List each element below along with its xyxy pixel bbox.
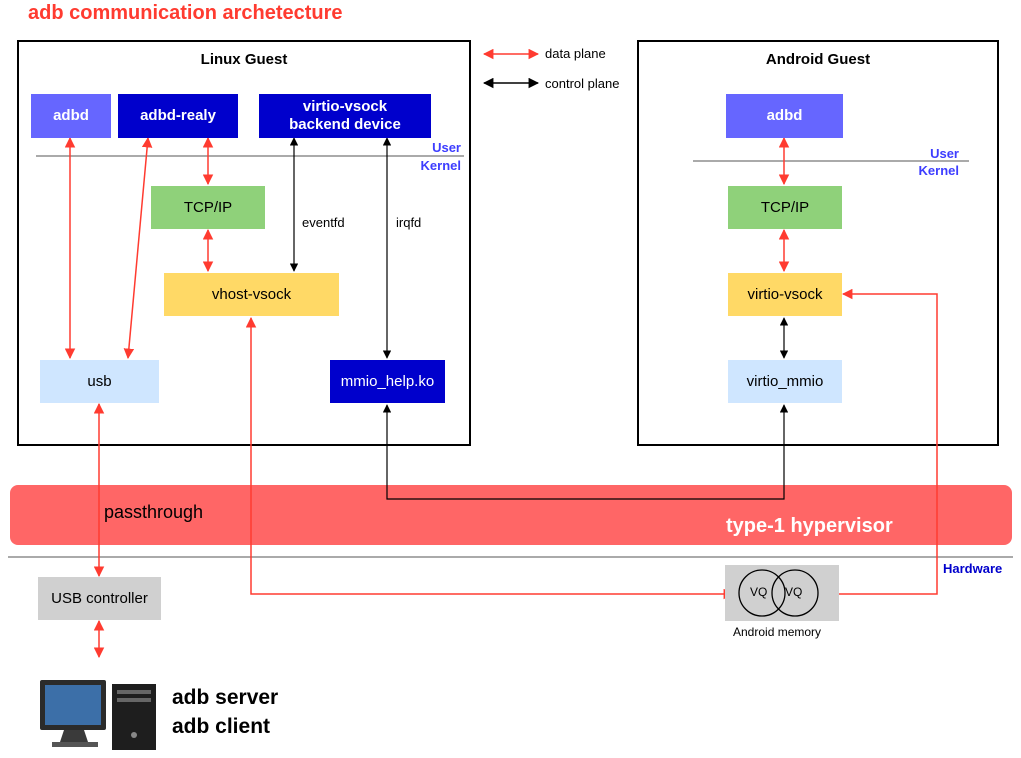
linux-guest-title: Linux Guest [200, 51, 288, 68]
adbd-realy-node: adbd-realy [118, 94, 238, 138]
adbd-realy-usb-arrow [123, 136, 153, 360]
diagram-title: adb communication archetecture [28, 2, 343, 24]
usb-node: usb [40, 360, 159, 403]
android-adbd-node: adbd [726, 94, 843, 138]
linux-adbd-node: adbd [31, 94, 111, 138]
mmio-help-node: mmio_help.ko [330, 360, 445, 403]
linux-tcpip-node: TCP/IP [151, 186, 265, 229]
vq-circle-1 [738, 569, 786, 617]
linux-user-label: User [432, 140, 461, 155]
vhost-vq-path [245, 316, 735, 600]
vq-label-1: VQ [750, 585, 768, 599]
vq-label-2: VQ [785, 585, 803, 599]
host-line-2: adb client [172, 715, 271, 738]
usb-controller-node: USB controller [38, 577, 161, 620]
eventfd-label: eventfd [302, 215, 345, 230]
android-guest-title: Android Guest [765, 51, 871, 68]
linux-guest-box [17, 40, 471, 446]
virtio-vsock-node: virtio-vsock [728, 273, 842, 316]
legend-data-plane-label: data plane [545, 46, 606, 61]
computer-icon [40, 680, 156, 750]
virtio-vsock-backend-node: virtio-vsock backend device [259, 94, 431, 138]
hardware-label: Hardware [943, 561, 1003, 576]
android-tcpip-node: TCP/IP [728, 186, 842, 229]
virtio-mmio-node: virtio_mmio [728, 360, 842, 403]
irqfd-label: irqfd [396, 215, 422, 230]
virtio-vsock-vq-path [815, 288, 938, 600]
linux-kernel-label: Kernel [420, 158, 461, 173]
android-kernel-label: Kernel [918, 163, 959, 178]
android-user-label: User [930, 146, 959, 161]
mmio-control-path [382, 404, 789, 500]
passthrough-label: passthrough [104, 502, 204, 522]
android-memory-label: Android memory [733, 625, 822, 639]
host-line-1: adb server [172, 686, 279, 709]
legend-control-plane-label: control plane [545, 76, 620, 91]
vhost-vsock-node: vhost-vsock [164, 273, 339, 316]
vq-circle-2 [771, 569, 819, 617]
